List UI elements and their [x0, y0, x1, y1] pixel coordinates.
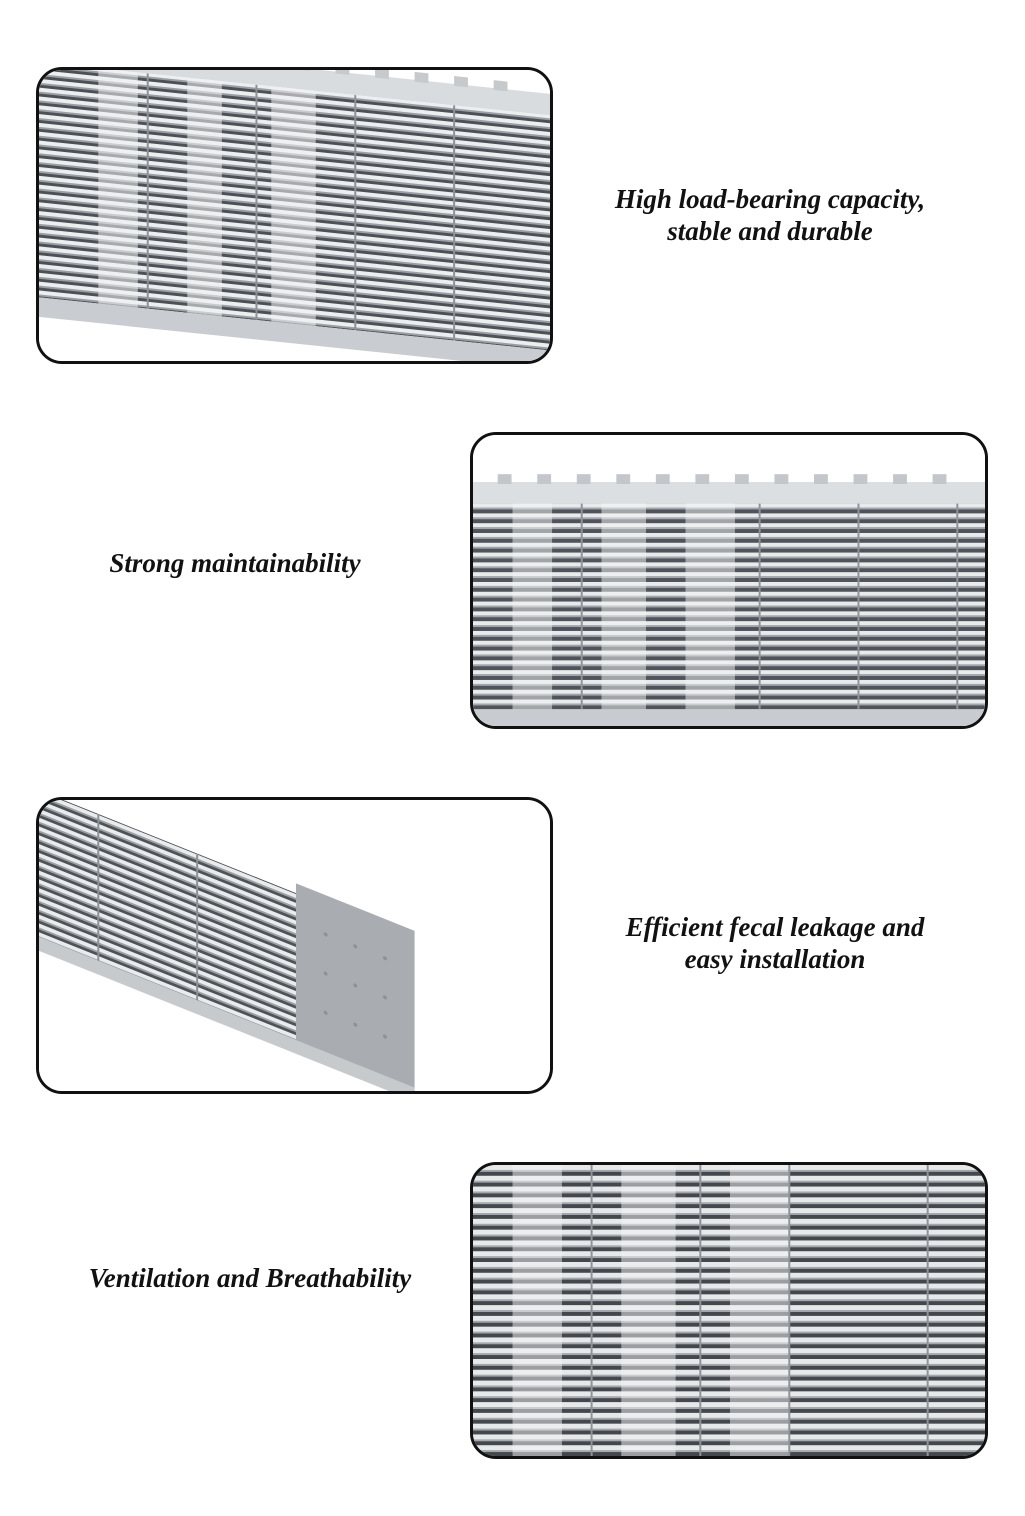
grate-image-1 [39, 70, 550, 361]
grate-photo-maintainability [470, 432, 988, 729]
caption-maintainability: Strong maintainability [109, 548, 361, 578]
caption-load-bearing: High load-bearing capacity, stable and d… [614, 184, 926, 246]
grate-photo-load-bearing [36, 67, 553, 364]
grate-photo-ventilation [470, 1162, 988, 1459]
caption-fecal-leakage: Efficient fecal leakage and easy install… [625, 912, 925, 974]
caption-ventilation: Ventilation and Breathability [88, 1263, 412, 1293]
grate-image-4 [473, 1165, 985, 1456]
grate-image-2 [473, 435, 985, 726]
grate-photo-fecal-leakage [36, 797, 553, 1094]
grate-image-3 [39, 800, 550, 1091]
